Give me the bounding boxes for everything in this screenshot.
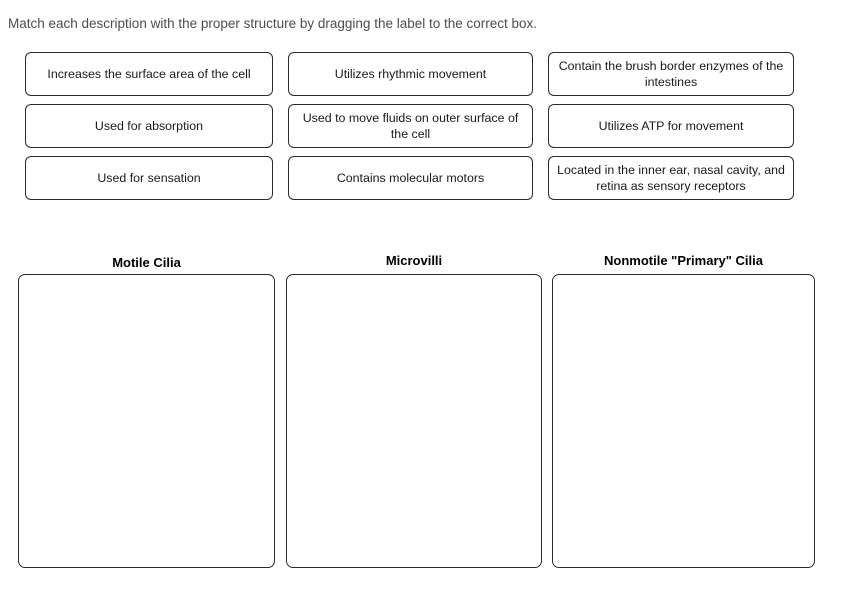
category-title: Nonmotile "Primary" Cilia [604,253,763,268]
label-text: Contain the brush border enzymes of the … [558,59,784,89]
draggable-label[interactable]: Located in the inner ear, nasal cavity, … [548,156,794,200]
label-text: Utilizes ATP for movement [598,119,744,133]
label-text: Used to move fluids on outer surface of … [302,111,519,141]
drop-zone-nonmotile-primary-cilia[interactable] [552,274,815,568]
draggable-label[interactable]: Used to move fluids on outer surface of … [288,104,533,148]
category-title: Microvilli [385,253,443,268]
category-title: Motile Cilia [112,255,181,270]
label-text: Located in the inner ear, nasal cavity, … [557,163,785,193]
drop-zone-area: Motile Cilia Microvilli Nonmotile "Prima… [0,250,847,580]
label-text: Contains molecular motors [336,171,485,185]
label-text: Used for absorption [94,119,204,133]
drop-zone-microvilli[interactable] [286,274,542,568]
drop-zone-motile-cilia[interactable] [18,274,275,568]
draggable-label[interactable]: Utilizes rhythmic movement [288,52,533,96]
draggable-label[interactable]: Utilizes ATP for movement [548,104,794,148]
label-text: Used for sensation [97,171,201,185]
category-column-microvilli: Microvilli [286,250,542,570]
draggable-label[interactable]: Contains molecular motors [288,156,533,200]
label-text: Utilizes rhythmic movement [334,67,487,81]
instruction-text: Match each description with the proper s… [8,16,538,31]
draggable-label[interactable]: Increases the surface area of the cell [25,52,273,96]
draggable-label[interactable]: Used for sensation [25,156,273,200]
label-bank: Increases the surface area of the cell U… [0,52,847,202]
category-column-nonmotile-primary-cilia: Nonmotile "Primary" Cilia [552,250,815,570]
label-text: Increases the surface area of the cell [47,67,251,81]
draggable-label[interactable]: Used for absorption [25,104,273,148]
draggable-label[interactable]: Contain the brush border enzymes of the … [548,52,794,96]
category-column-motile-cilia: Motile Cilia [18,250,275,570]
